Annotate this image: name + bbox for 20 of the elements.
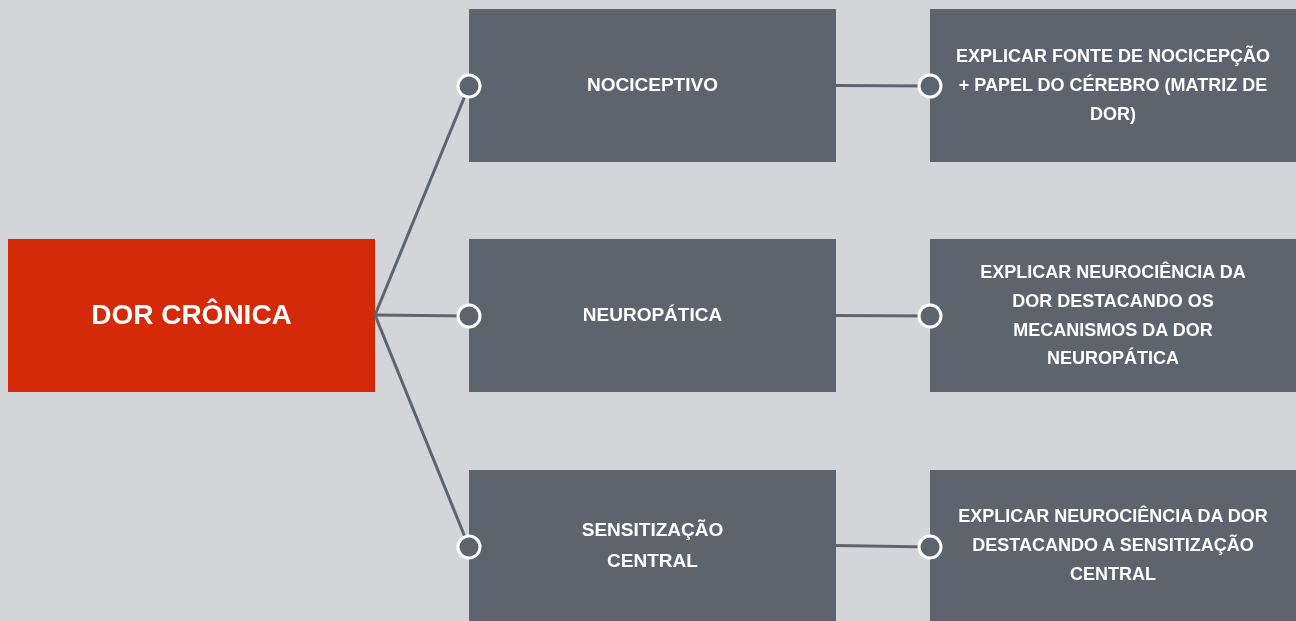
connector-line — [373, 314, 482, 560]
connector-line — [375, 303, 482, 329]
category-box — [469, 9, 836, 162]
category-box — [469, 239, 836, 392]
category-box — [930, 9, 1296, 162]
node-label: EXPLICAR FONTE DE NOCICEPÇÃO + PAPEL DO CÉREBRO (MATRIZ DE DOR) — [955, 44, 1271, 126]
node-label: EXPLICAR NEUROCIÊNCIA DA DOR DESTACANDO OS MECANISMOS DA DOR NEUROPÁTICA — [979, 260, 1247, 371]
node-label: NOCICEPTIVO — [587, 73, 718, 98]
connector-line — [373, 73, 482, 316]
node-label: DOR CRÔNICA — [91, 297, 292, 333]
connector-line — [836, 73, 943, 99]
root-box — [8, 239, 375, 392]
connector-line — [836, 303, 943, 329]
node-label: EXPLICAR NEUROCIÊNCIA DA DOR DESTACANDO A SENSITIZAÇÃO CENTRAL — [957, 504, 1269, 586]
connector-line — [835, 534, 943, 560]
category-box — [469, 470, 836, 621]
category-box — [930, 239, 1296, 392]
node-label: NEUROPÁTICA — [582, 303, 723, 328]
node-label: SENSITIZAÇÃO CENTRAL — [580, 518, 725, 573]
category-box — [930, 470, 1296, 621]
